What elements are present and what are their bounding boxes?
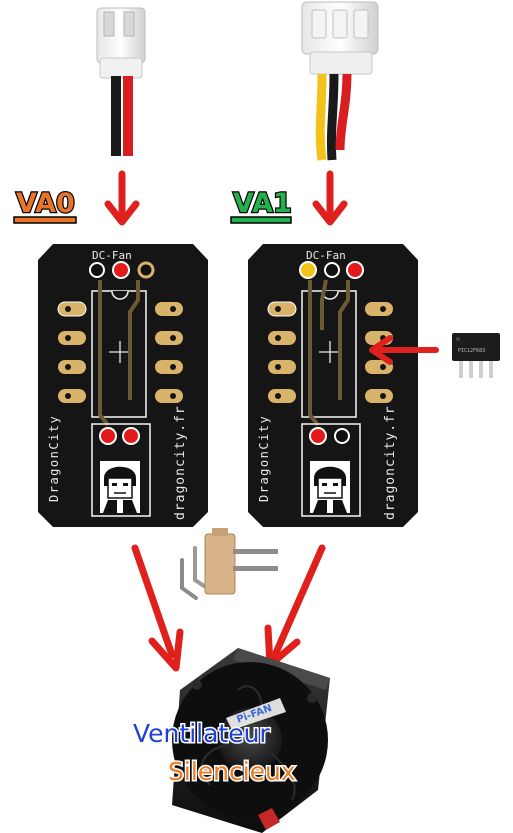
brand-label-left: DragonCity bbox=[47, 415, 61, 502]
variant-b-label: VA1 bbox=[233, 188, 292, 219]
variant-a-tag: VA0 bbox=[13, 187, 77, 224]
brand-label-right: dragoncity.fr bbox=[173, 405, 188, 520]
variant-b-tag: VA1 bbox=[230, 187, 293, 224]
avatar-logo-icon bbox=[310, 461, 350, 513]
two-pin-connector-icon bbox=[96, 7, 146, 156]
brand-label-left: DragonCity bbox=[257, 415, 271, 502]
pcb-header-label: DC-Fan bbox=[306, 249, 346, 262]
avatar-logo-icon bbox=[100, 461, 140, 513]
arrow-down-icon bbox=[316, 174, 344, 222]
arrow-down-icon bbox=[131, 544, 184, 672]
three-pin-connector-icon bbox=[301, 1, 379, 161]
pcb-board-va0: DC-Fan bbox=[38, 244, 208, 527]
variant-a-label: VA0 bbox=[16, 188, 75, 219]
chip-label: PIC12F683 bbox=[458, 348, 485, 354]
fan-title-line1: Ventilateur bbox=[133, 719, 270, 748]
arrow-down-icon bbox=[264, 544, 326, 669]
brand-label-right: dragoncity.fr bbox=[383, 405, 398, 520]
right-angle-header-icon bbox=[180, 528, 278, 600]
fan-title-line2: Silencieux bbox=[168, 757, 296, 786]
arrow-down-icon bbox=[108, 174, 136, 222]
pcb-board-va1: DC-Fan bbox=[248, 244, 418, 527]
arrow-left-icon bbox=[369, 335, 439, 365]
ic-chip-icon: PIC12F683 bbox=[452, 333, 500, 378]
fan-icon: Pi-FAN bbox=[172, 648, 330, 833]
pcb-header-label: DC-Fan bbox=[92, 249, 132, 262]
